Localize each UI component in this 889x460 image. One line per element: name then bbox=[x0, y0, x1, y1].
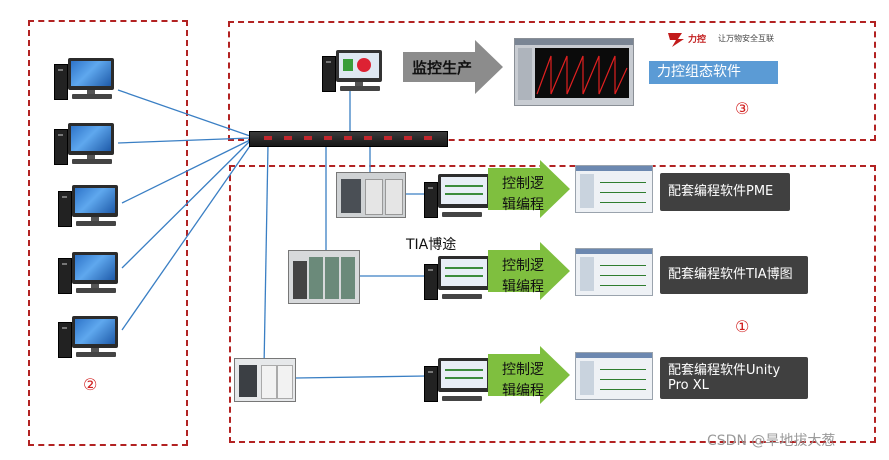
control-logic-line1: 控制逻 bbox=[502, 258, 544, 274]
plc-controller-3 bbox=[234, 358, 296, 402]
region-controllers bbox=[229, 165, 876, 443]
software-unity-label: 配套编程软件Unity Pro XL bbox=[660, 357, 808, 399]
plc-controller-2 bbox=[288, 250, 360, 304]
link-plc3 bbox=[263, 144, 269, 369]
programming-screen-3 bbox=[575, 352, 653, 400]
engineering-pc-1 bbox=[54, 56, 118, 100]
brand-logo-text: 力控 bbox=[688, 35, 707, 45]
region1-marker: ① bbox=[735, 317, 750, 336]
link-pc1 bbox=[117, 89, 251, 137]
control-logic-label-1: 控制逻 辑编程 bbox=[494, 174, 552, 216]
brand-slogan: 让万物安全互联 bbox=[718, 34, 774, 43]
tia-portal-label: TIA博途 bbox=[406, 237, 457, 253]
link-pc5 bbox=[121, 142, 253, 331]
control-logic-line2: 辑编程 bbox=[502, 383, 544, 399]
trend-chart-icon bbox=[535, 48, 629, 98]
software-pme-label: 配套编程软件PME bbox=[660, 173, 790, 211]
engineering-pc-5 bbox=[58, 314, 122, 358]
monitor-production-label: 监控生产 bbox=[412, 59, 473, 77]
software-tia-label: 配套编程软件TIA博图 bbox=[660, 256, 808, 294]
software-unity-line2: Pro XL bbox=[668, 378, 709, 393]
software-unity-line1: 配套编程软件Unity bbox=[668, 363, 781, 378]
control-logic-line2: 辑编程 bbox=[502, 279, 544, 295]
link-pc4 bbox=[121, 140, 251, 269]
programming-pc-1 bbox=[424, 174, 490, 218]
plc-controller-1 bbox=[336, 172, 406, 218]
monitor-production-arrow bbox=[403, 40, 503, 94]
link-pc3 bbox=[121, 139, 251, 204]
control-logic-line1: 控制逻 bbox=[502, 176, 544, 192]
network-switch bbox=[249, 131, 448, 147]
region3-marker: ③ bbox=[735, 99, 750, 118]
control-logic-line2: 辑编程 bbox=[502, 197, 544, 213]
control-logic-arrow-3 bbox=[488, 346, 570, 404]
control-logic-arrow-1 bbox=[488, 160, 570, 218]
scada-pc bbox=[322, 48, 386, 92]
region2-marker: ② bbox=[83, 375, 98, 394]
watermark: CSDN @旱地拔大葱 bbox=[707, 433, 836, 449]
brand-logo: 力控 让万物安全互联 bbox=[668, 31, 788, 47]
programming-pc-2 bbox=[424, 256, 490, 300]
programming-pc-3 bbox=[424, 358, 490, 402]
engineering-pc-4 bbox=[58, 250, 122, 294]
engineering-pc-3 bbox=[58, 183, 122, 227]
control-logic-label-3: 控制逻 辑编程 bbox=[494, 360, 552, 402]
control-logic-line1: 控制逻 bbox=[502, 362, 544, 378]
control-logic-arrow-2 bbox=[488, 242, 570, 300]
link-plc3-pc bbox=[295, 375, 427, 379]
programming-screen-1 bbox=[575, 165, 653, 213]
engineering-pc-2 bbox=[54, 121, 118, 165]
scada-trend-screen bbox=[514, 38, 634, 106]
control-logic-label-2: 控制逻 辑编程 bbox=[494, 256, 552, 298]
brand-logo-icon bbox=[668, 33, 684, 47]
region-engineer-stations bbox=[28, 20, 188, 446]
programming-screen-2 bbox=[575, 248, 653, 296]
scada-software-label: 力控组态软件 bbox=[649, 61, 778, 84]
link-pc2 bbox=[117, 137, 251, 144]
region-scada bbox=[228, 21, 876, 141]
